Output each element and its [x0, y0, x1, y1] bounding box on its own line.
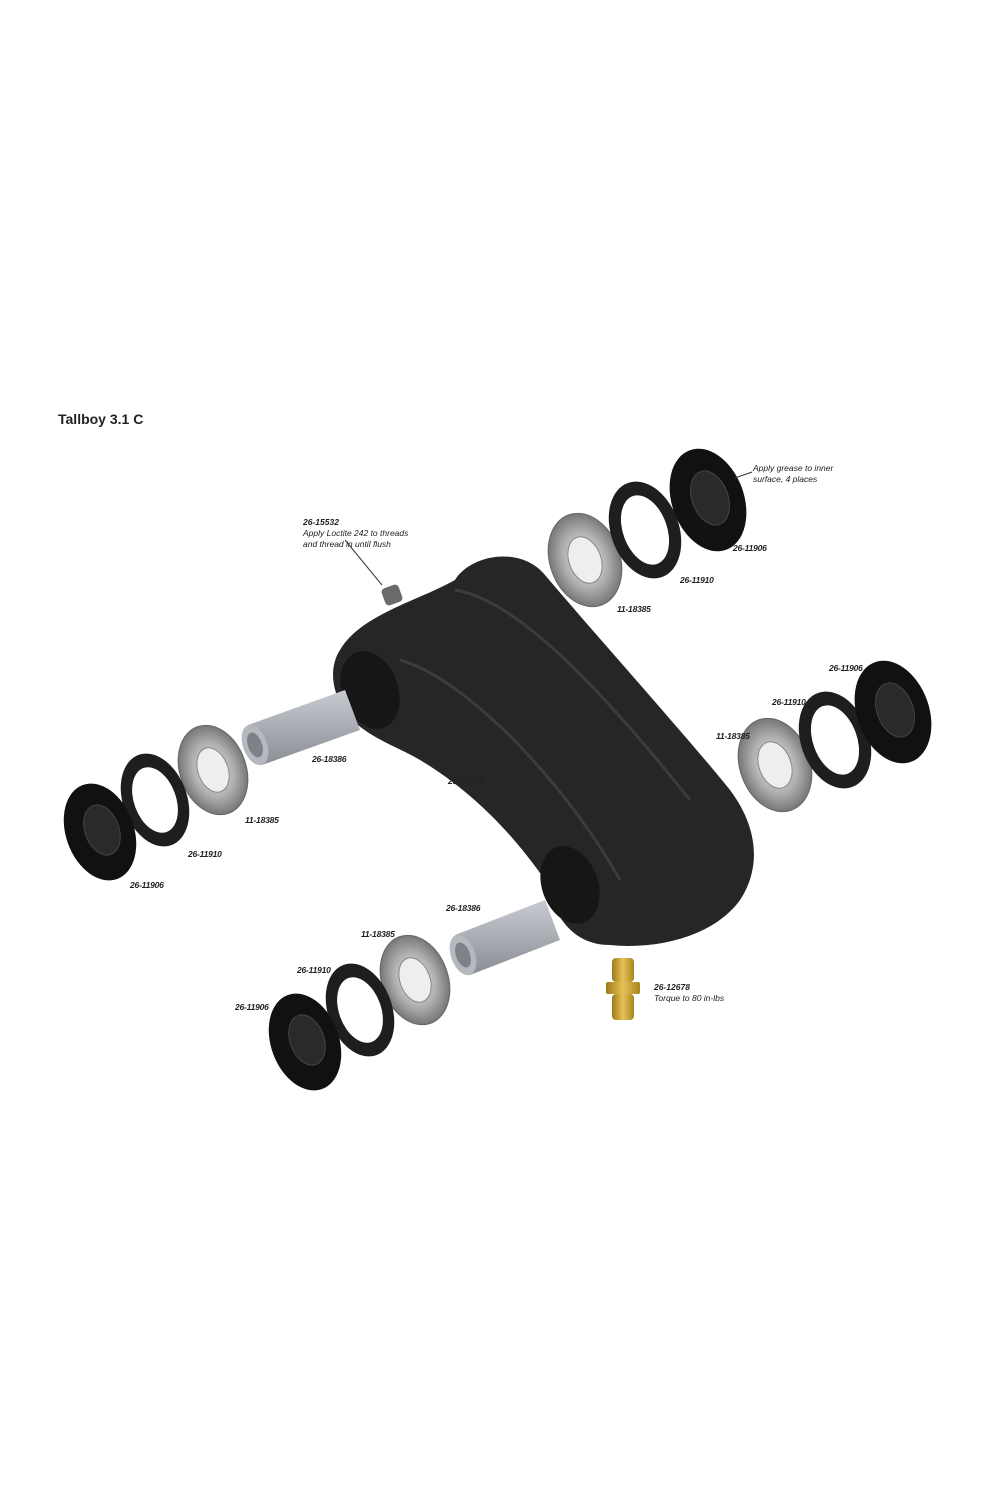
grease-fitting — [606, 958, 640, 1020]
link-body — [333, 556, 754, 946]
label-bottom-axle: 26-18386 — [446, 903, 481, 913]
cup-top-right — [669, 448, 753, 552]
bearing-bottom — [379, 934, 451, 1026]
label-left-seal: 26-11910 — [188, 849, 222, 859]
set-screw-note: 26-15532 Apply Loctite 242 to threads an… — [303, 517, 409, 549]
label-top-right-bearing: 11-18385 — [617, 604, 651, 614]
label-link-body: 29-17023 — [448, 776, 483, 786]
left-axle — [241, 690, 360, 766]
bearing-top-right — [547, 512, 623, 608]
label-bottom-bearing: 11-18385 — [361, 929, 395, 939]
bottom-axle — [449, 900, 560, 976]
seal-mid-right — [798, 691, 872, 789]
label-left-cup: 26-11906 — [130, 880, 164, 890]
set-screw — [344, 539, 403, 606]
cup-mid-right — [854, 660, 932, 764]
label-top-right-seal: 26-11910 — [680, 575, 714, 585]
seal-bottom — [325, 963, 395, 1057]
label-left-axle: 26-18386 — [312, 754, 347, 764]
label-bottom-seal: 26-11910 — [297, 965, 331, 975]
label-top-right-cup: 26-11906 — [733, 543, 767, 553]
label-left-bearing: 11-18385 — [245, 815, 279, 825]
seal-left — [120, 753, 190, 847]
cup-bottom — [268, 993, 342, 1091]
label-bottom-cup: 26-11906 — [235, 1002, 269, 1012]
label-mid-right-seal: 26-11910 — [772, 697, 806, 707]
seal-top-right — [608, 481, 682, 579]
cup-left — [63, 783, 137, 881]
grease-note: Apply grease to inner surface, 4 places — [753, 463, 834, 484]
diagram-title: Tallboy 3.1 C — [58, 411, 144, 427]
zerk-note: 26-12678 Torque to 80 in-lbs — [654, 982, 725, 1003]
label-mid-right-bearing: 11-18385 — [716, 731, 750, 741]
bearing-left — [177, 724, 249, 816]
label-mid-right-cup: 26-11906 — [829, 663, 863, 673]
